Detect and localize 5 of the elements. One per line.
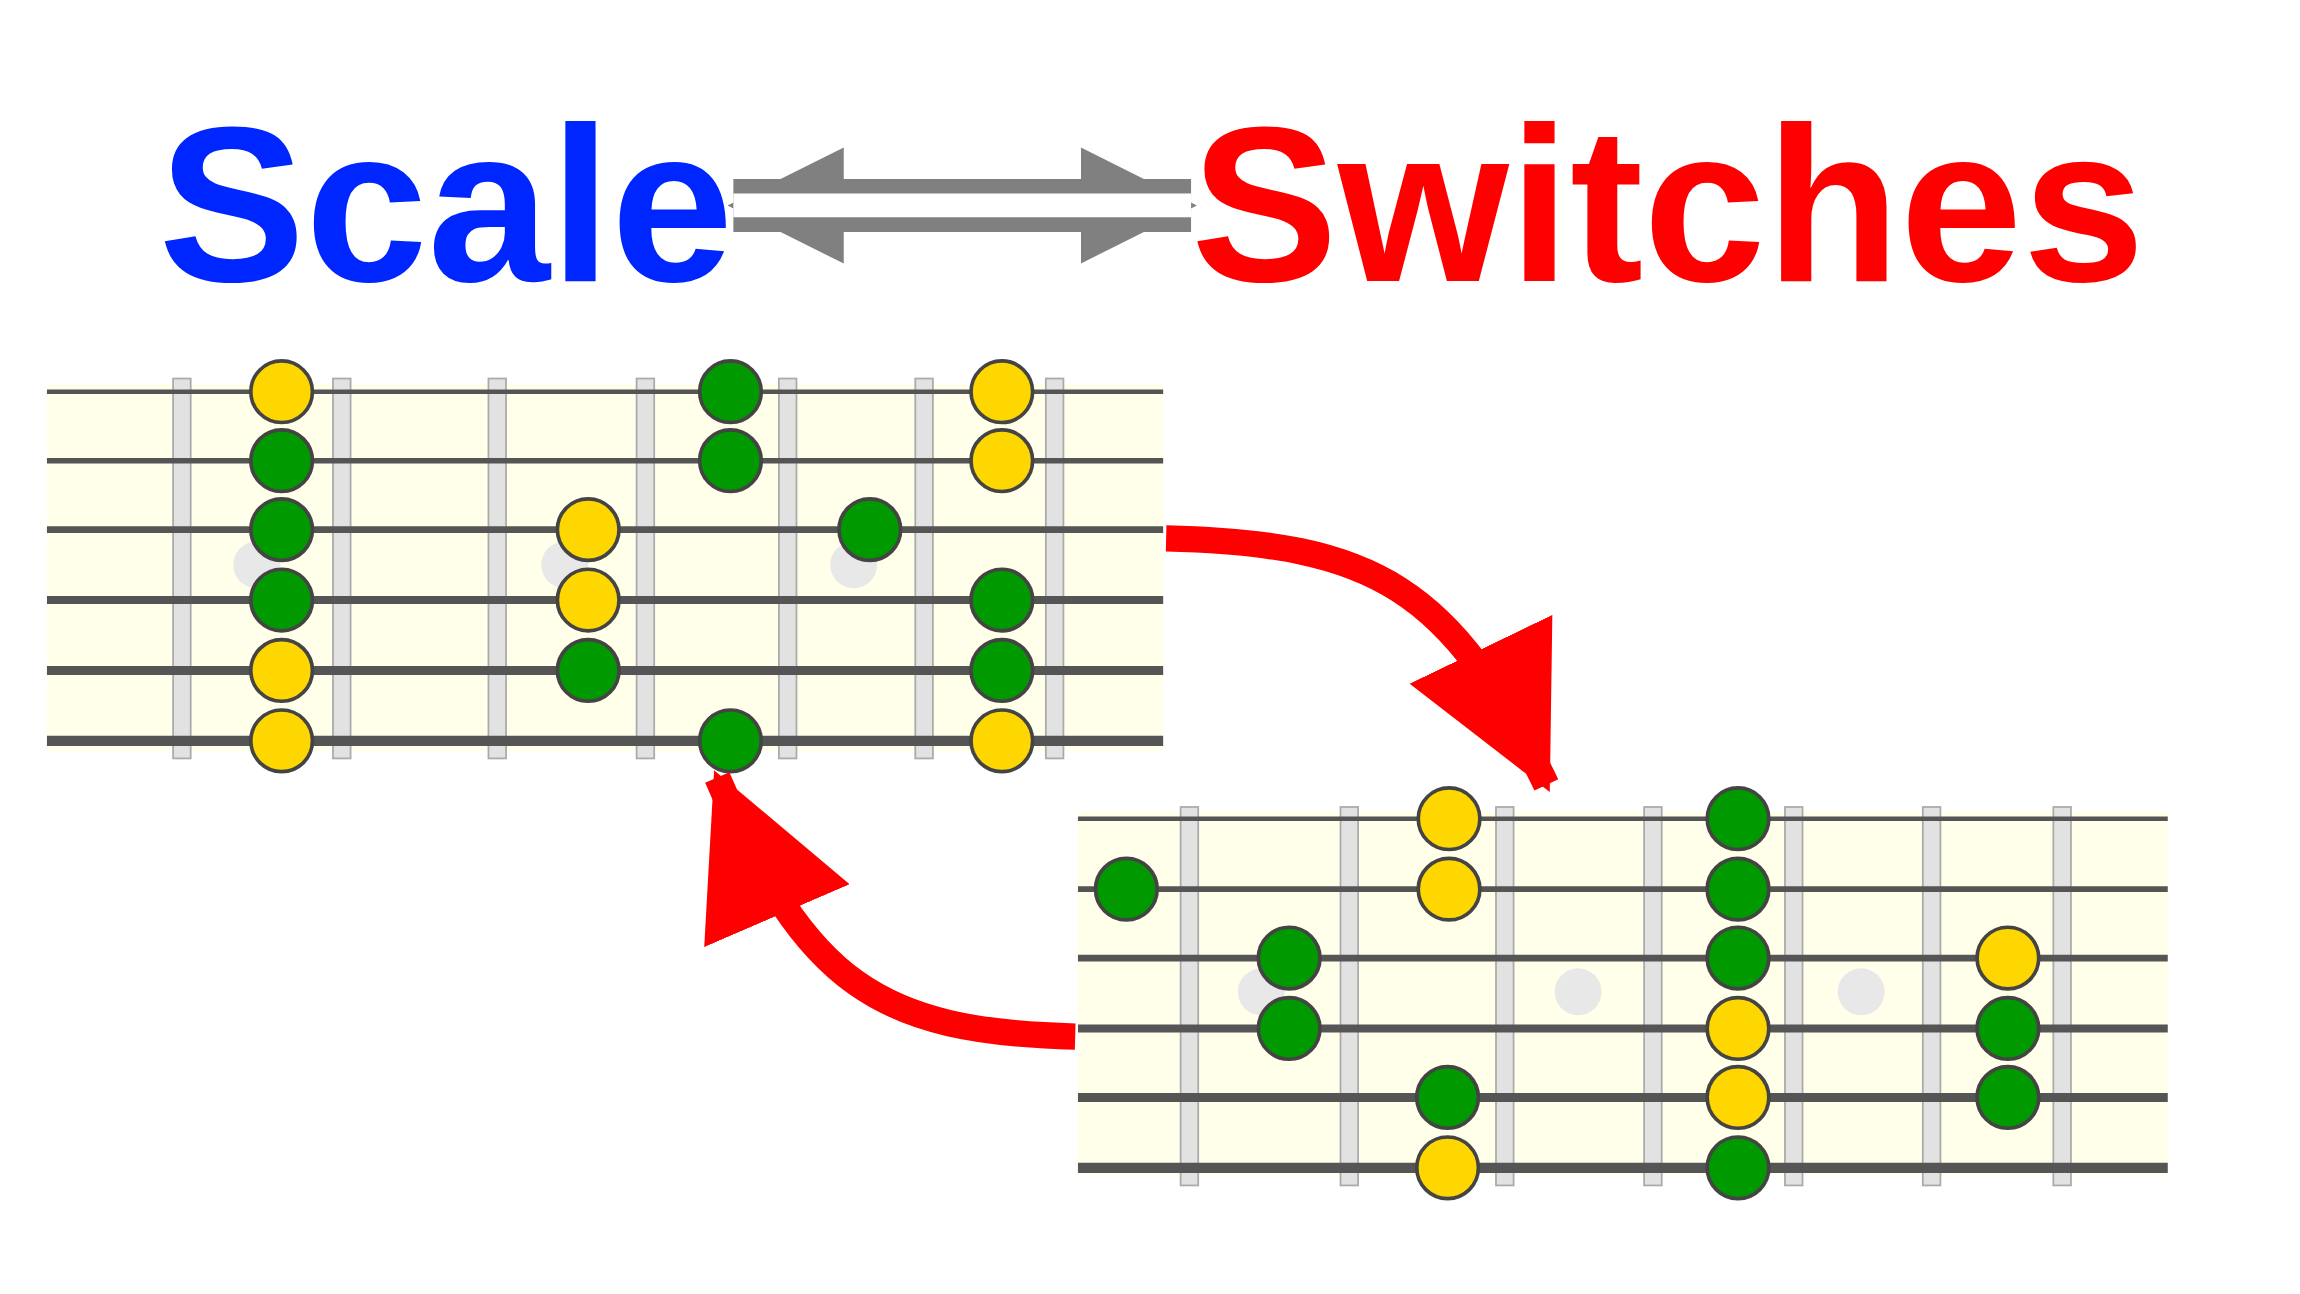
curved-arrow <box>1165 525 1559 792</box>
curved-arrow <box>705 770 1076 1050</box>
heading-word: Switches <box>1191 95 2145 316</box>
double-arrow <box>727 147 1197 264</box>
heading-word: Scale <box>158 95 734 316</box>
